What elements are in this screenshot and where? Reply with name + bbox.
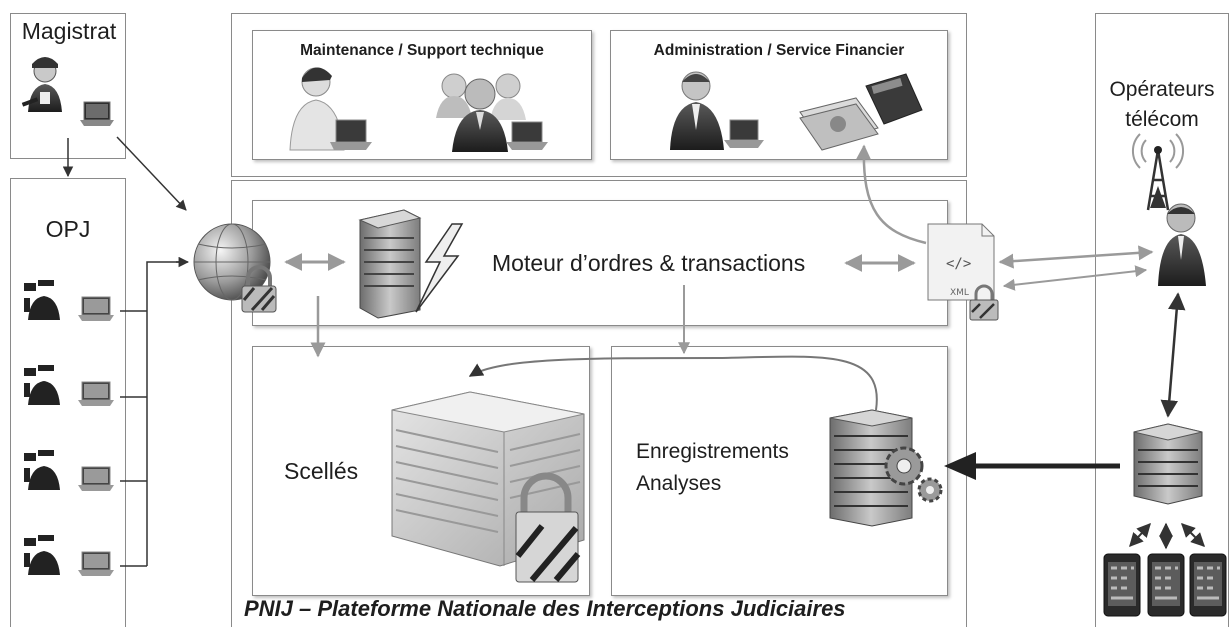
lightning-icon [415, 223, 464, 313]
svg-text:</>: </> [946, 256, 971, 272]
money-calculator-icon [799, 73, 923, 151]
enregistrements-label: Enregistrements [636, 440, 789, 463]
xml-document-icon: </> XML [927, 223, 999, 321]
gear-icon [884, 446, 943, 503]
opj-bus-line [120, 261, 186, 567]
recording-server-icon [829, 409, 913, 527]
magistrat-box [10, 13, 126, 159]
smartphone-icon [1147, 553, 1185, 617]
support-team-icon [436, 73, 548, 152]
analyses-label: Analyses [636, 472, 722, 495]
telecom-label: télécom [1125, 108, 1199, 131]
opj-label: OPJ [45, 216, 91, 242]
scelles-label: Scellés [284, 458, 359, 484]
telecom-server-icon [1133, 423, 1203, 505]
globe-icon [193, 223, 271, 301]
padlock-icon [515, 472, 581, 583]
laptop-icon [80, 101, 114, 126]
support-staff-icon [289, 67, 372, 151]
smartphone-icon [1103, 553, 1141, 617]
magistrat-globe-arrow [116, 136, 187, 211]
admin-title: Administration / Service Financier [653, 42, 905, 59]
enreg-scelles-arrow [468, 355, 878, 411]
smartphone-icon [1189, 553, 1227, 617]
xml-badge-text: XML [950, 288, 969, 298]
server-icon [358, 209, 422, 319]
magistrat-label: Magistrat [21, 18, 117, 44]
antenna-tower-icon [1131, 133, 1185, 211]
moteur-label: Moteur d’ordres & transactions [492, 250, 806, 276]
xml-operator-arrow [998, 245, 1154, 269]
operator-person-icon [1158, 203, 1206, 286]
administrator-icon [670, 71, 764, 150]
xml-admin-arrow [856, 144, 927, 245]
judge-icon [21, 57, 62, 112]
support-title: Maintenance / Support technique [300, 42, 544, 59]
phone-arrows-icon [1129, 522, 1205, 550]
operateurs-label: Opérateurs [1109, 78, 1215, 101]
operator-server-arrow [1160, 292, 1186, 418]
officer-icons [24, 280, 114, 576]
padlock-icon [241, 265, 277, 313]
pnij-footer: PNIJ – Plateforme Nationale des Intercep… [244, 596, 846, 621]
